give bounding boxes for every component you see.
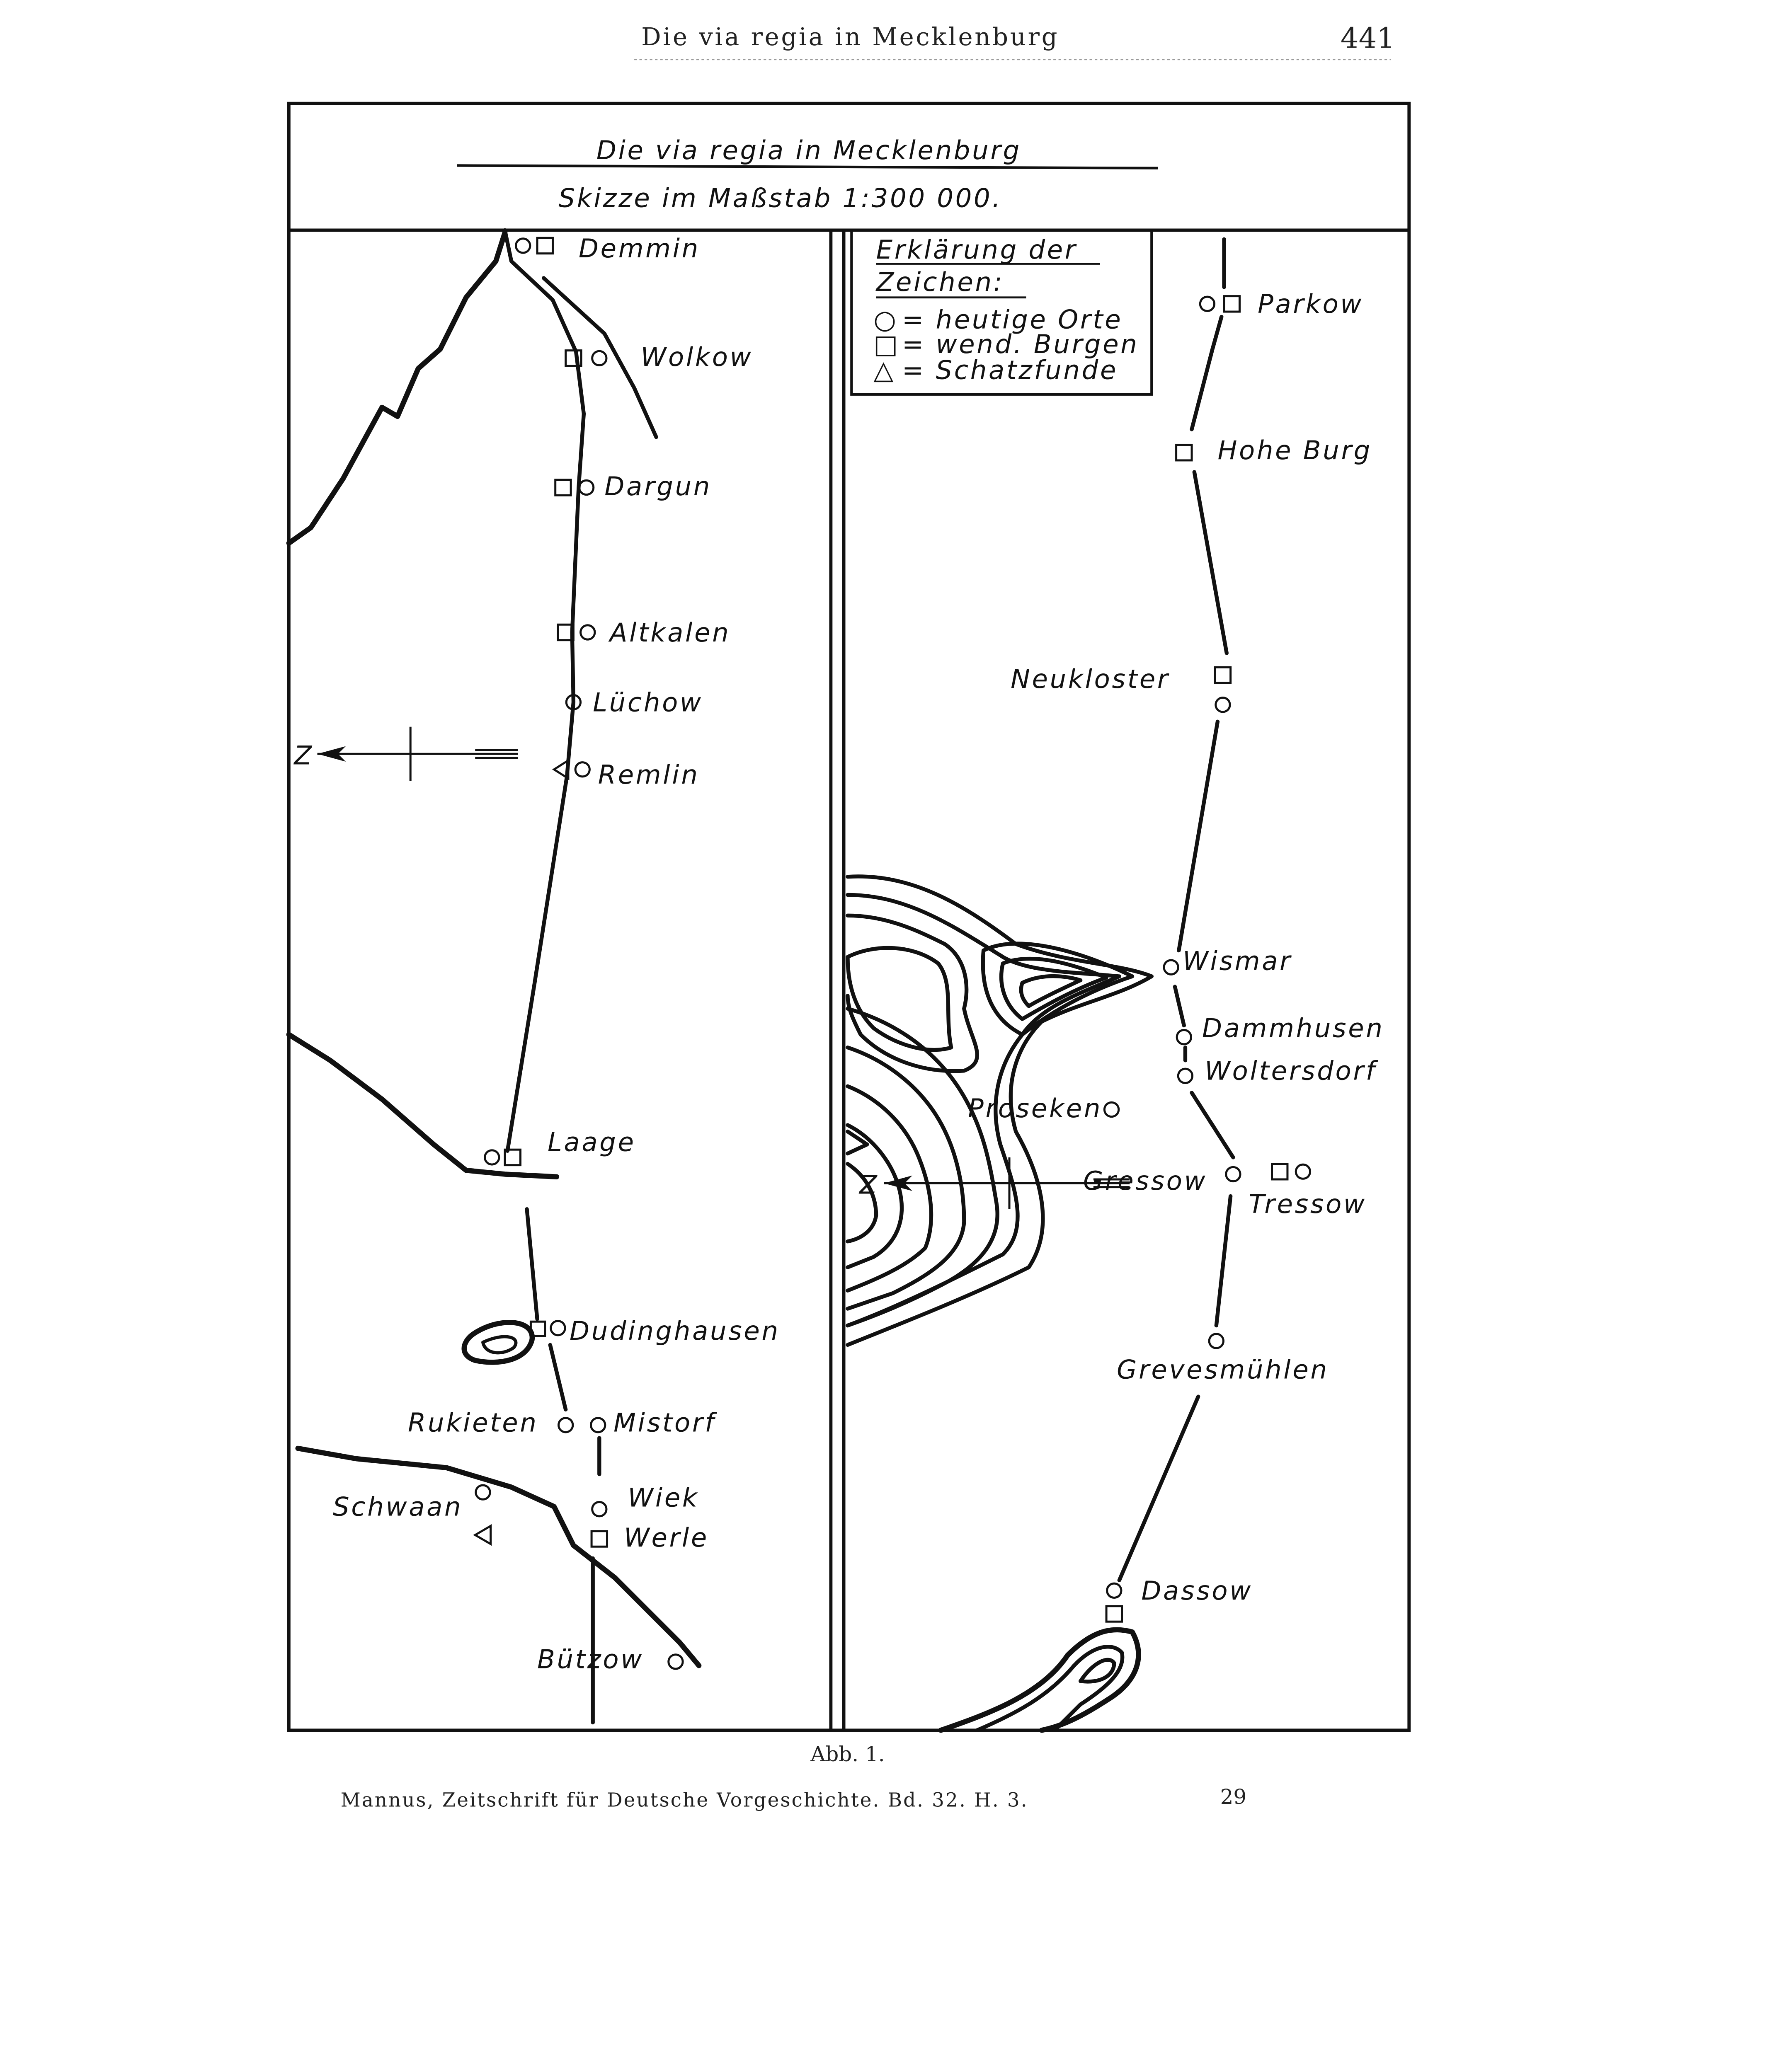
place-dassow: Dassow bbox=[1141, 1576, 1253, 1606]
legend-symbol-circle: ○ bbox=[873, 305, 898, 335]
place-luechow: Lüchow bbox=[593, 687, 703, 717]
journal-line: Mannus, Zeitschrift für Deutsche Vorgesc… bbox=[341, 1789, 1028, 1811]
road-line bbox=[1117, 719, 1235, 1583]
place-wolkow: Wolkow bbox=[641, 342, 753, 372]
lake-dudinghausen bbox=[461, 1320, 535, 1365]
map-frame bbox=[287, 102, 1411, 1732]
north-label: Z bbox=[858, 1169, 879, 1200]
running-title: Die via regia in Mecklenburg bbox=[641, 22, 1059, 51]
coastline-contours bbox=[846, 874, 1154, 1733]
page-number: 441 bbox=[1341, 22, 1395, 55]
river-line bbox=[286, 230, 508, 546]
legend-heading-2: Zeichen: bbox=[875, 267, 1004, 297]
place-symbols bbox=[1103, 295, 1312, 1623]
place-buetzow: Bützow bbox=[537, 1644, 644, 1675]
river-line bbox=[541, 276, 658, 439]
legend-symbol-triangle: △ bbox=[873, 355, 895, 385]
place-remlin: Remlin bbox=[598, 760, 700, 790]
map-subtitle: Skizze im Maßstab 1:300 000. bbox=[558, 183, 1002, 213]
river-line bbox=[286, 1032, 560, 1179]
place-dargun: Dargun bbox=[604, 471, 712, 501]
place-wismar: Wismar bbox=[1183, 946, 1292, 976]
place-dudinghausen: Dudinghausen bbox=[570, 1316, 780, 1346]
right-panel: Erklärung der Zeichen: ○ = heutige Orte … bbox=[846, 229, 1384, 1733]
place-hohe-burg: Hohe Burg bbox=[1217, 435, 1372, 465]
north-label: Z bbox=[293, 740, 313, 770]
place-grevesmuehlen: Grevesmühlen bbox=[1117, 1355, 1329, 1385]
legend-heading-1: Erklärung der bbox=[876, 235, 1078, 265]
legend-symbol-square: □ bbox=[873, 329, 900, 359]
place-laage: Laage bbox=[548, 1127, 636, 1157]
page: Die via regia in Mecklenburg 441 Die via… bbox=[286, 22, 1411, 1811]
legend: Erklärung der Zeichen: ○ = heutige Orte … bbox=[850, 229, 1153, 396]
place-tressow: Tressow bbox=[1249, 1189, 1366, 1219]
north-arrow-icon bbox=[884, 1157, 1130, 1209]
road-line bbox=[503, 228, 586, 1153]
place-rukieten: Rukieten bbox=[408, 1407, 538, 1438]
place-parkow: Parkow bbox=[1258, 289, 1363, 319]
place-woltersdorf: Woltersdorf bbox=[1205, 1056, 1378, 1086]
place-symbols bbox=[473, 237, 684, 1670]
legend-text-schatzfunde: = Schatzfunde bbox=[902, 355, 1118, 385]
place-schwaan: Schwaan bbox=[333, 1491, 463, 1522]
map-title-underline bbox=[457, 164, 1158, 169]
place-dammhusen: Dammhusen bbox=[1202, 1013, 1384, 1043]
map-title: Die via regia in Mecklenburg bbox=[596, 135, 1021, 165]
place-mistorf: Mistorf bbox=[613, 1407, 717, 1438]
figure-caption: Abb. 1. bbox=[810, 1742, 885, 1766]
place-altkalen: Altkalen bbox=[608, 617, 731, 648]
road-line bbox=[525, 1207, 568, 1412]
signature-mark: 29 bbox=[1220, 1785, 1247, 1809]
road-line bbox=[1190, 237, 1229, 655]
place-demmin: Demmin bbox=[579, 233, 700, 264]
place-wiek: Wiek bbox=[628, 1482, 699, 1513]
place-gressow: Gressow bbox=[1083, 1166, 1207, 1196]
north-arrow-icon bbox=[317, 726, 518, 781]
legend-text-wend-burgen: = wend. Burgen bbox=[902, 329, 1139, 359]
place-neukloster: Neukloster bbox=[1011, 664, 1170, 694]
river-line bbox=[295, 1445, 702, 1668]
place-werle: Werle bbox=[624, 1523, 709, 1553]
road-line bbox=[591, 1436, 601, 1725]
left-panel: Z Demmin Wolkow Dargun Altkalen Lüchow bbox=[286, 228, 780, 1725]
legend-text-heutige-orte: = heutige Orte bbox=[902, 305, 1123, 335]
place-proseken: Proseken bbox=[968, 1093, 1102, 1123]
